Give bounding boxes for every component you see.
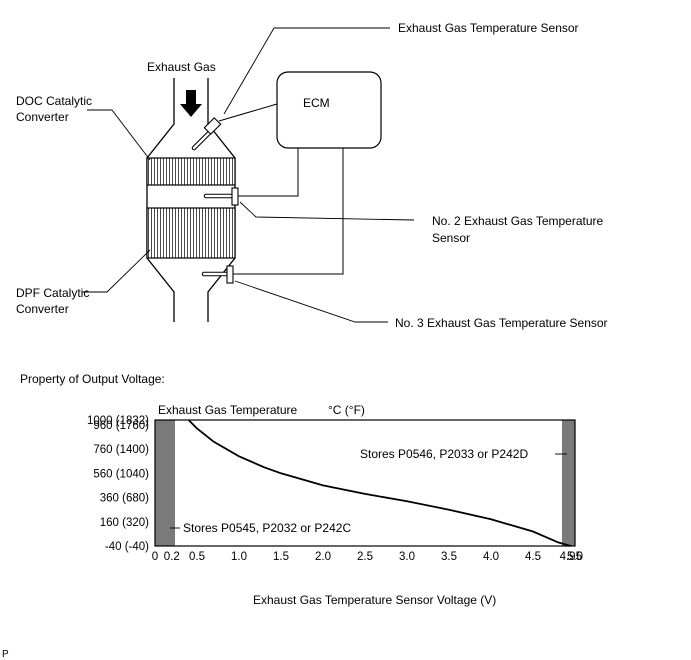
sensor-2-label-line-2: Sensor (432, 231, 470, 245)
sensor-1-wire (218, 103, 278, 122)
dpf-catalytic-converter (146, 207, 236, 259)
y-axis-label: Exhaust Gas Temperature (158, 403, 298, 417)
x-tick-label: 0.2 (164, 551, 180, 563)
footer-code: P (2, 649, 9, 660)
y-tick-label: -40 (-40) (105, 541, 149, 553)
sensor-1-label: Exhaust Gas Temperature Sensor (398, 21, 579, 35)
x-tick-label: 5.0 (567, 551, 583, 563)
ecm-box (276, 71, 382, 149)
annotation-low: Stores P0545, P2032 or P242C (183, 521, 351, 535)
x-tick-label: 1.0 (231, 551, 247, 563)
x-tick-label: 0 (152, 551, 158, 563)
x-tick-label: 0.5 (189, 551, 205, 563)
series-line (187, 419, 572, 547)
dpf-label-line-1: DPF Catalytic (16, 286, 89, 300)
shaded-region-high (562, 420, 575, 546)
sensor-3-wire (233, 148, 344, 275)
sensor-2-leader (239, 201, 415, 221)
voltage-chart: 0 0.2 0.5 1.0 1.5 2.0 2.5 3.0 3.5 4.0 4.5 4.955.0 -… (87, 403, 583, 607)
x-tick-label: 4.0 (483, 551, 499, 563)
sensor-1-leader (223, 27, 390, 115)
y-tick-label: 160 (320) (100, 517, 149, 529)
ecm-label: ECM (303, 96, 330, 110)
exhaust-flow-arrow (180, 90, 202, 117)
sensor-3-label: No. 3 Exhaust Gas Temperature Sensor (395, 316, 608, 330)
x-tick-label: 4.95 (560, 551, 582, 563)
sensor-3-leader (234, 280, 388, 323)
x-tick-label: 4.5 (525, 551, 541, 563)
dpf-label-line-2: Converter (16, 302, 69, 316)
y-tick-label: 960 (1760) (93, 420, 149, 432)
dpf-leader (82, 249, 151, 293)
doc-label-line-1: DOC Catalytic (16, 94, 92, 108)
x-tick-label: 2.0 (315, 551, 331, 563)
sensor-2-label-line-1: No. 2 Exhaust Gas Temperature (432, 214, 604, 228)
exhaust-gas-temperature-sensor-3 (201, 265, 234, 284)
exhaust-gas-temperature-sensor-1 (191, 117, 222, 151)
shaded-region-low (155, 420, 175, 546)
x-tick-label: 2.5 (357, 551, 373, 563)
x-tick-label: 1.5 (273, 551, 289, 563)
x-axis-label: Exhaust Gas Temperature Sensor Voltage (… (253, 593, 496, 607)
y-tick-labels: -40 (-40) 160 (320) 360 (680) 560 (1040) 760… (87, 415, 149, 553)
y-tick-label: 1000 (1832) (87, 415, 149, 427)
doc-label-line-2: Converter (16, 110, 69, 124)
exhaust-gas-label: Exhaust Gas (147, 60, 216, 74)
annotation-high: Stores P0546, P2033 or P242D (360, 447, 528, 461)
y-axis-unit: °C (°F) (328, 403, 365, 417)
doc-catalytic-converter (146, 157, 236, 186)
doc-leader (87, 109, 151, 161)
y-tick-label: 760 (1400) (93, 444, 149, 456)
y-tick-label: 560 (1040) (93, 468, 149, 480)
x-tick-labels: 0 0.2 0.5 1.0 1.5 2.0 2.5 3.0 3.5 4.0 4.5 4.955.0 (152, 551, 583, 563)
x-tick-label: 3.0 (399, 551, 415, 563)
y-tick-label: 360 (680) (100, 493, 149, 505)
x-tick-label: 3.5 (441, 551, 457, 563)
sensor-2-wire (238, 148, 299, 197)
exhaust-gas-temperature-sensor-2 (203, 187, 239, 206)
section-title: Property of Output Voltage: (20, 372, 165, 386)
plot-frame (154, 419, 576, 547)
exhaust-system-diagram: Exhaust Gas ECM DOC Catalytic Converter … (16, 21, 608, 330)
